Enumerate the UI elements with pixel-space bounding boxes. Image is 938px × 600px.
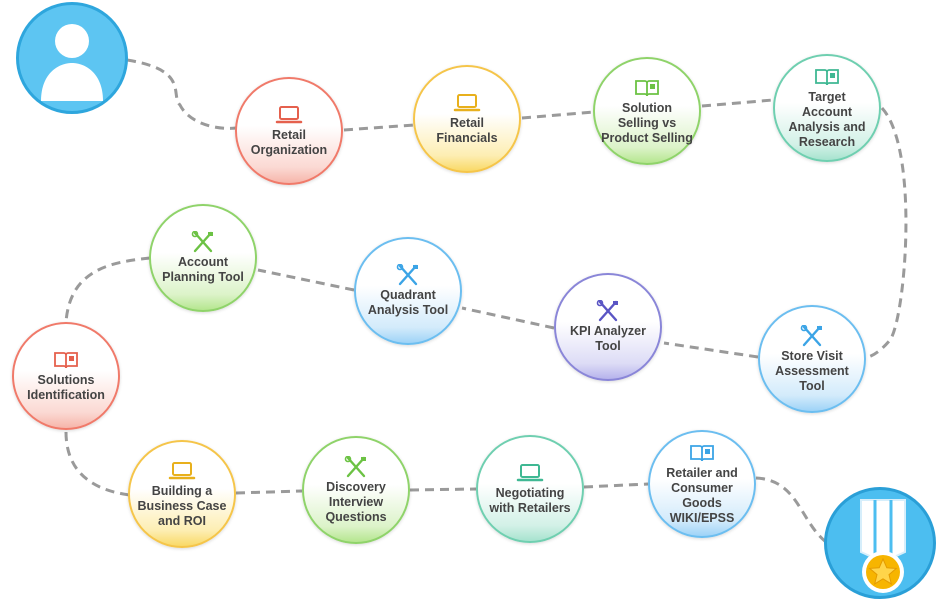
connector-8-7 — [663, 341, 759, 359]
connector-12-13 — [583, 482, 649, 489]
tools-icon — [396, 264, 418, 286]
connector-7-6 — [461, 306, 555, 330]
laptop-icon — [275, 106, 303, 124]
node-label: Retail Organization — [250, 128, 328, 157]
node-label: KPI Analyzer Tool — [570, 324, 646, 353]
node-label: Solutions Identification — [27, 373, 105, 402]
user-avatar-icon — [41, 24, 103, 101]
connector-3-4 — [701, 98, 774, 108]
node-retailer-wiki[interactable]: Retailer and Consumer Goods WIKI/EPSS — [648, 430, 756, 538]
node-label: Store Visit Assessment Tool — [775, 348, 849, 393]
connector-11-12 — [409, 487, 477, 492]
node-quadrant-analysis[interactable]: Quadrant Analysis Tool — [354, 237, 462, 345]
tools-icon — [344, 455, 366, 477]
laptop-icon — [516, 464, 544, 482]
book-icon — [690, 445, 714, 462]
node-label: Solution Selling vs Product Selling — [601, 100, 693, 145]
laptop-icon — [168, 461, 196, 479]
laptop-icon — [453, 94, 481, 112]
node-retail-financials[interactable]: Retail Financials — [413, 65, 521, 173]
connector-start-to-retail-organization — [126, 58, 237, 130]
node-account-planning[interactable]: Account Planning Tool — [149, 204, 257, 312]
finish-medal — [824, 487, 936, 599]
node-solution-selling[interactable]: Solution Selling vs Product Selling — [593, 57, 701, 165]
node-label: Negotiating with Retailers — [489, 486, 571, 515]
book-icon — [815, 69, 839, 86]
connector-13-finish — [755, 476, 831, 547]
book-icon — [54, 352, 78, 369]
node-kpi-analyzer[interactable]: KPI Analyzer Tool — [554, 273, 662, 381]
node-target-account[interactable]: Target Account Analysis and Research — [773, 54, 881, 162]
tools-icon — [191, 231, 213, 253]
start-user-avatar — [16, 2, 128, 114]
node-store-visit[interactable]: Store Visit Assessment Tool — [758, 305, 866, 413]
medal-star-icon — [860, 499, 906, 593]
node-label: Retail Financials — [436, 116, 498, 145]
connector-2-3 — [521, 110, 595, 120]
connector-4-8 — [865, 106, 908, 360]
node-label: Discovery Interview Questions — [325, 479, 387, 524]
node-business-case[interactable]: Building a Business Case and ROI — [128, 440, 236, 548]
tools-icon — [800, 324, 822, 346]
node-solutions-identification[interactable]: Solutions Identification — [12, 322, 120, 430]
tools-icon — [596, 300, 618, 322]
book-icon — [635, 79, 659, 96]
connector-1-2 — [343, 123, 415, 132]
connector-10-11 — [235, 489, 303, 495]
node-label: Target Account Analysis and Research — [788, 90, 866, 149]
node-label: Quadrant Analysis Tool — [367, 288, 449, 317]
node-negotiating[interactable]: Negotiating with Retailers — [476, 435, 584, 543]
node-label: Account Planning Tool — [162, 255, 244, 284]
node-discovery-interview[interactable]: Discovery Interview Questions — [302, 436, 410, 544]
connector-9-10 — [64, 431, 131, 497]
node-label: Retailer and Consumer Goods WIKI/EPSS — [666, 466, 738, 525]
connector-5-9 — [64, 256, 151, 323]
connector-6-5 — [257, 268, 355, 292]
node-retail-organization[interactable]: Retail Organization — [235, 77, 343, 185]
node-label: Building a Business Case and ROI — [137, 483, 227, 528]
